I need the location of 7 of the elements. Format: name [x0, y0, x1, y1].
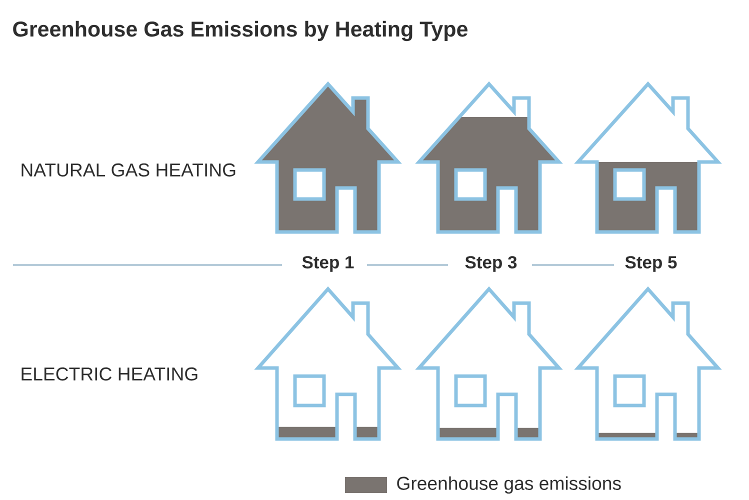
- step-label: Step 3: [465, 256, 517, 272]
- step-label: Step 1: [302, 256, 354, 272]
- row-label: NATURAL GAS HEATING: [22, 163, 236, 177]
- title: Greenhouse Gas Emissions by Heating Type: [13, 20, 468, 42]
- step-label: Step 5: [625, 256, 677, 272]
- row-label: ELECTRIC HEATING: [22, 367, 198, 381]
- legend-label: Greenhouse gas emissions: [397, 476, 621, 494]
